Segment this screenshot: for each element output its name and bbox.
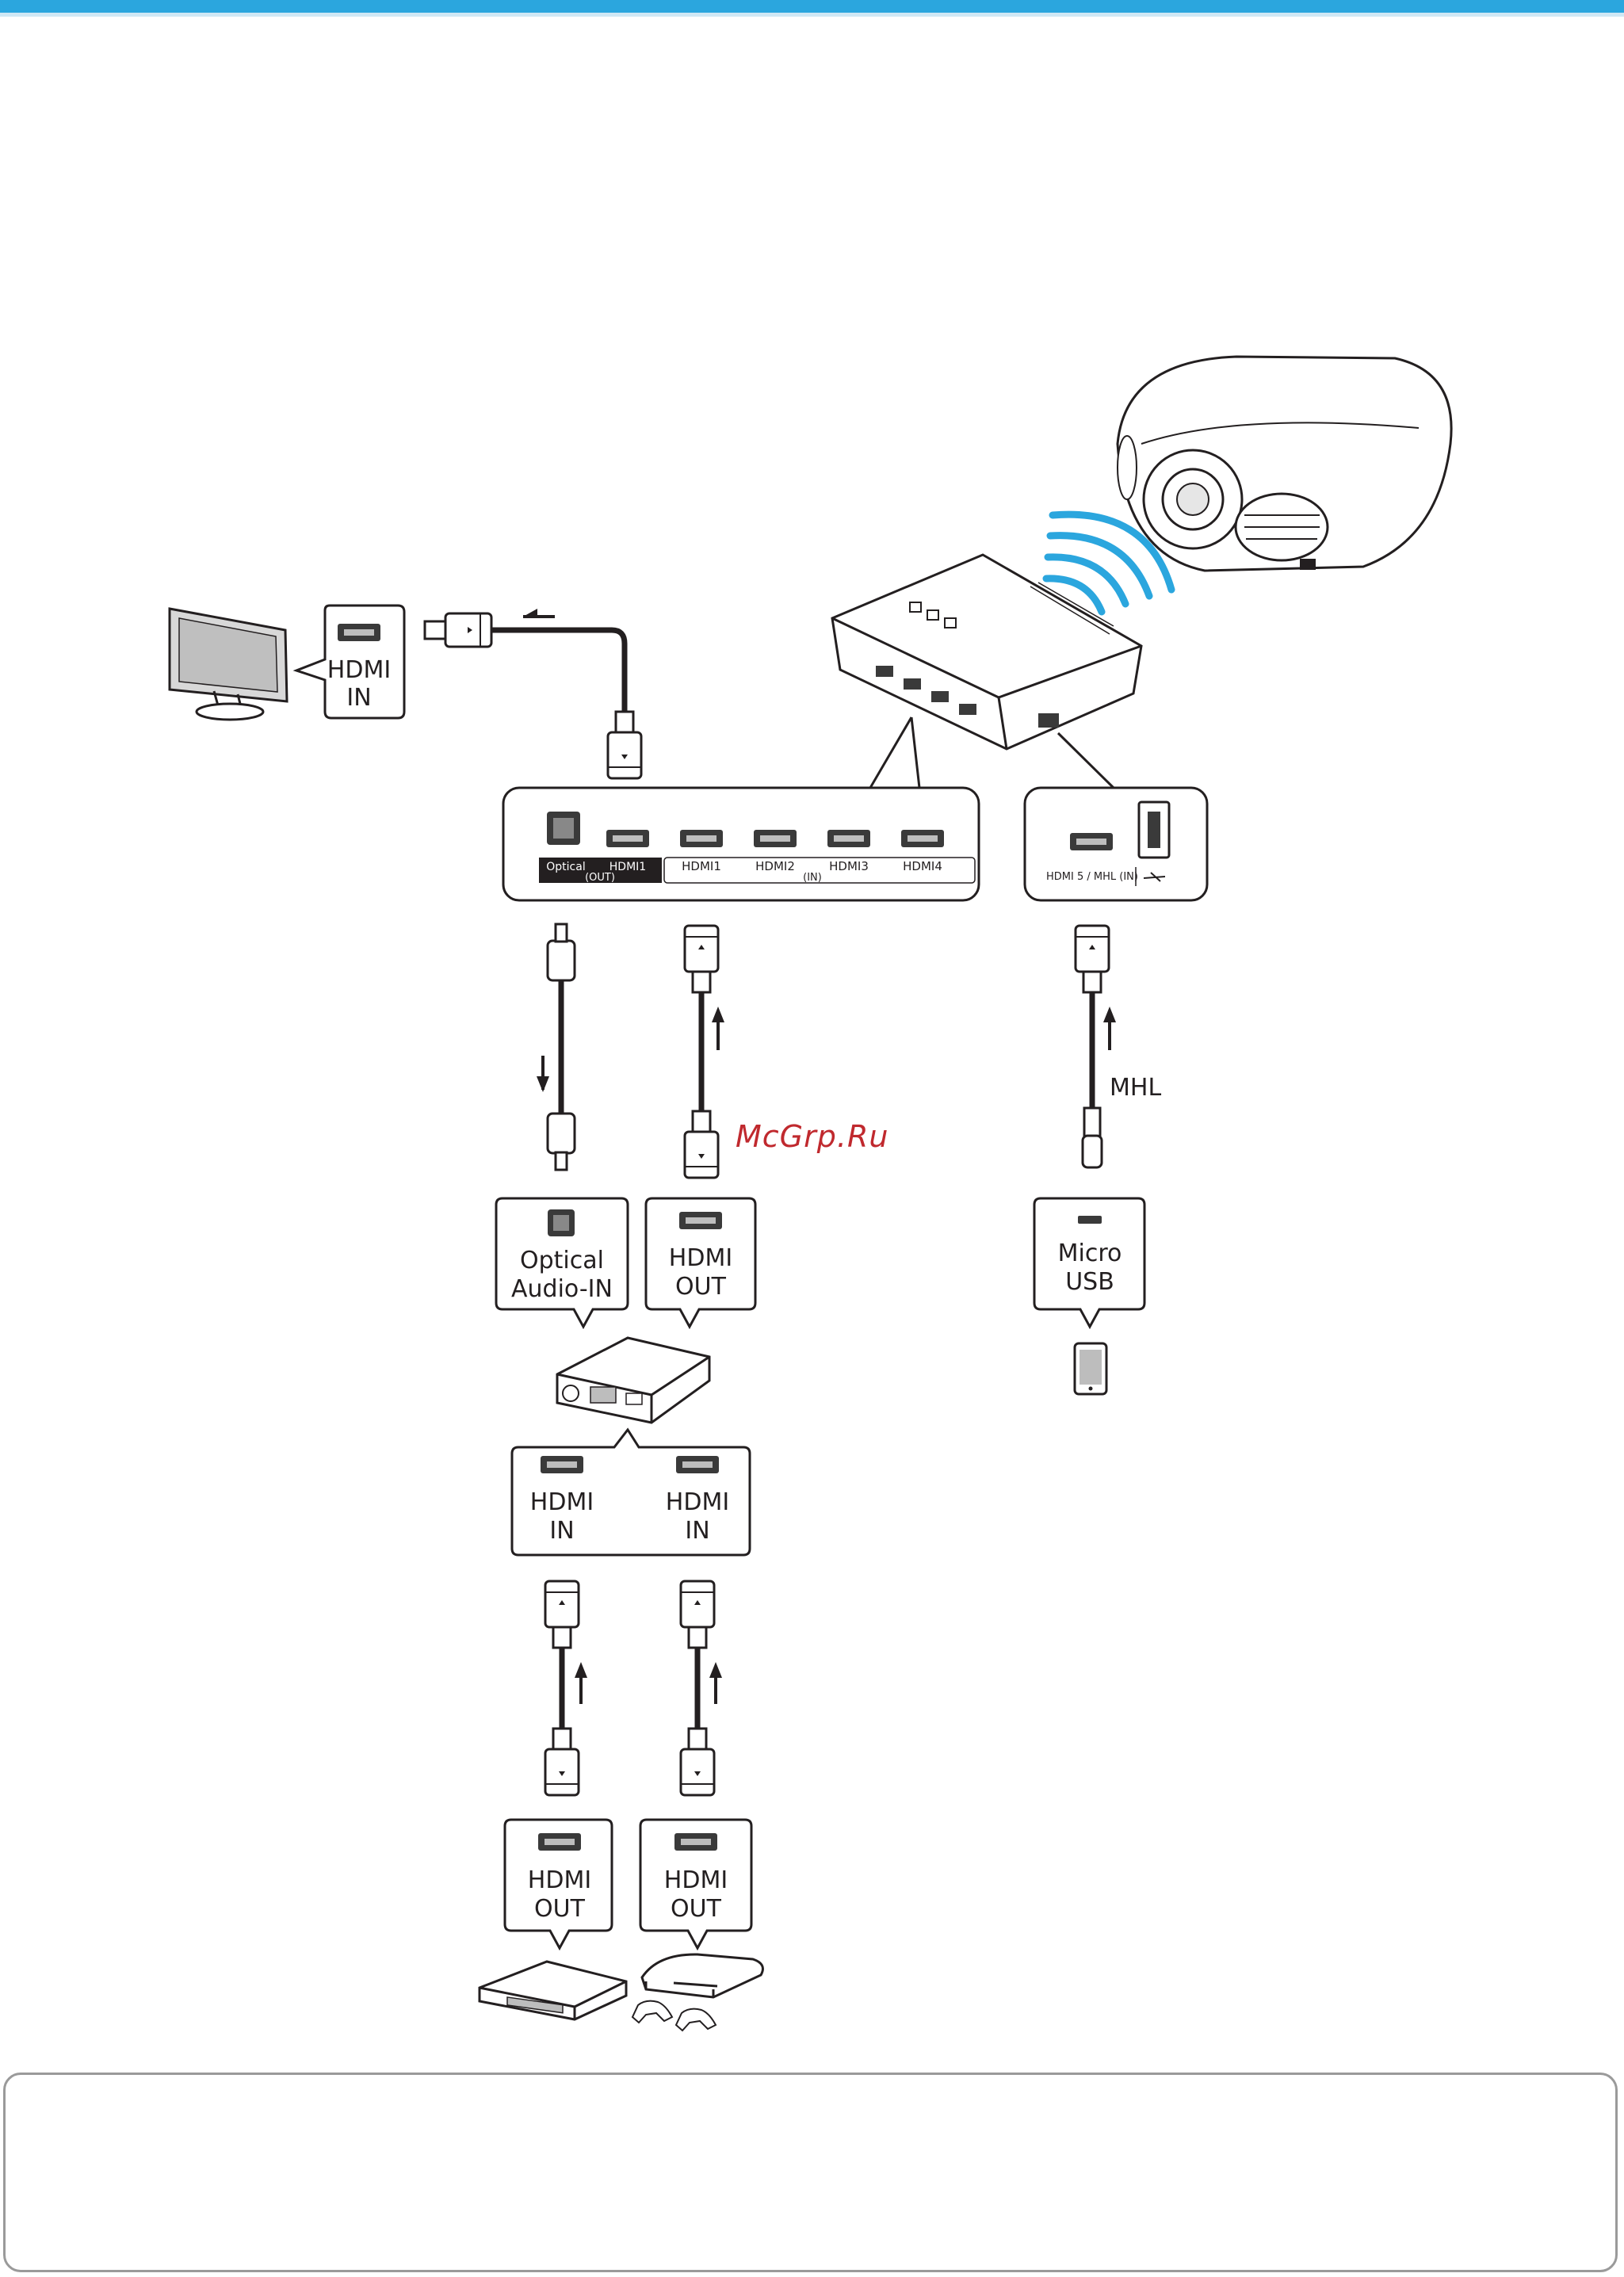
micro-usb-callout: Micro USB (1034, 1198, 1144, 1327)
in-group-label: (IN) (803, 872, 822, 884)
input-hdmi2-label: HDMI2 (755, 859, 795, 873)
console-hdmi-cable (681, 1581, 722, 1795)
console-out-label-1: HDMI (664, 1866, 728, 1894)
micro-usb-label-1: Micro (1058, 1240, 1122, 1267)
optical-label-2: Audio-IN (511, 1275, 613, 1303)
input-hdmi4-label: HDMI4 (903, 859, 942, 873)
receiver-in-a-label-1: HDMI (530, 1488, 594, 1516)
mhl-port-label: HDMI 5 / MHL (IN) (1046, 871, 1138, 883)
tv-hdmi-cable (425, 609, 641, 778)
optical-label-1: Optical (520, 1247, 604, 1274)
receiver-hdmi-in-callout: HDMI IN HDMI IN (512, 1430, 750, 1555)
smartphone-icon (1075, 1343, 1106, 1394)
watermark-text: McGrp.Ru (736, 1119, 888, 1154)
micro-usb-label-2: USB (1065, 1268, 1114, 1296)
optical-audio-in-callout: Optical Audio-IN (496, 1198, 628, 1327)
receiver-out-label-2: OUT (675, 1273, 727, 1301)
player-hdmi-out-callout: HDMI OUT (505, 1820, 612, 1948)
main-port-panel: Optical HDMI1 (OUT) HDMI1 HDMI2 HDMI3 HD… (503, 788, 979, 900)
wireless-transmitter-icon (832, 555, 1141, 749)
player-out-label-1: HDMI (528, 1866, 591, 1894)
receiver-in-b-label-2: IN (685, 1517, 709, 1545)
mhl-cable: MHL (1076, 926, 1161, 1167)
input-hdmi1-label: HDMI1 (682, 859, 721, 873)
note-box (3, 2073, 1618, 2272)
av-receiver-icon (557, 1338, 709, 1423)
out-group-label: (OUT) (585, 872, 615, 884)
mhl-port-panel: HDMI 5 / MHL (IN) (1025, 788, 1207, 900)
tv-hdmi-label-1: HDMI (327, 656, 391, 684)
console-hdmi-out-callout: HDMI OUT (640, 1820, 751, 1948)
bluray-player-icon (480, 1962, 626, 2019)
tv-monitor-icon (170, 609, 287, 720)
game-console-icon (632, 1954, 762, 2031)
tv-hdmi-in-callout: HDMI IN (296, 606, 404, 718)
input-hdmi3-label: HDMI3 (829, 859, 869, 873)
mhl-cable-label: MHL (1110, 1074, 1161, 1102)
optical-port-label: Optical (546, 861, 585, 873)
receiver-out-label-1: HDMI (669, 1244, 732, 1272)
receiver-hdmi-out-callout: HDMI OUT (646, 1198, 755, 1327)
receiver-in-b-label-1: HDMI (666, 1488, 729, 1516)
receiver-hdmi-cable (685, 926, 724, 1178)
player-out-label-2: OUT (534, 1895, 586, 1923)
console-out-label-2: OUT (671, 1895, 722, 1923)
optical-cable (537, 924, 575, 1170)
tv-hdmi-label-2: IN (346, 684, 371, 712)
player-hdmi-cable (545, 1581, 587, 1795)
receiver-in-a-label-2: IN (549, 1517, 574, 1545)
projector-icon (1118, 357, 1451, 571)
